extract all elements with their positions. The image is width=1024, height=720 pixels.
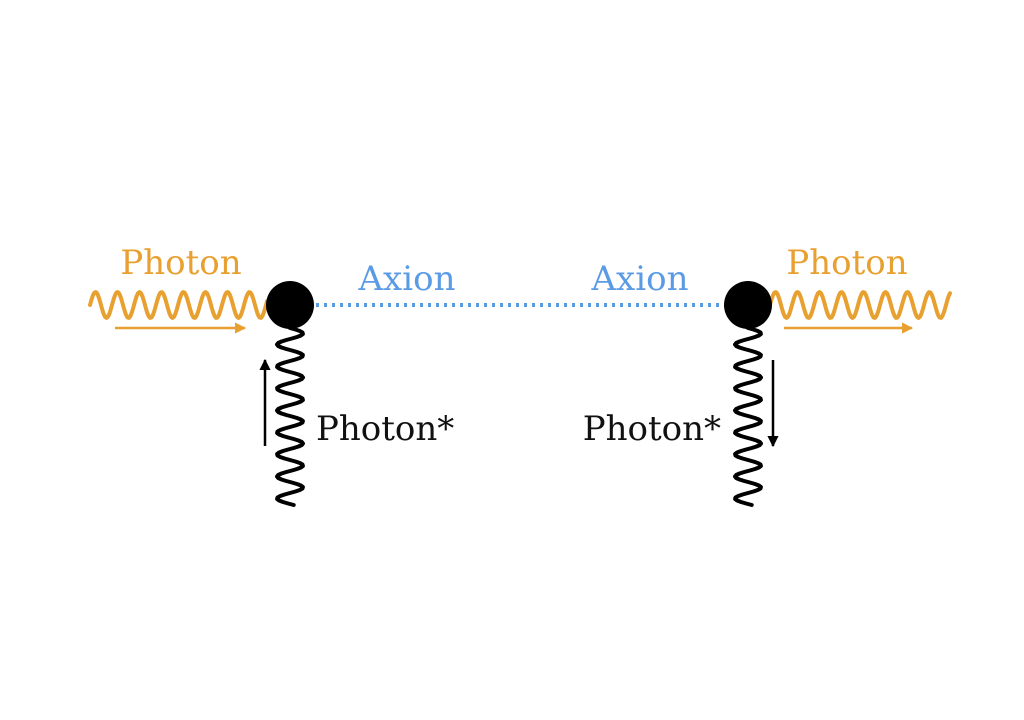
photon-star-right-label: Photon* [583, 409, 721, 449]
photon-star-left-label: Photon* [316, 409, 454, 449]
virtual-photon-wave-right [733, 326, 763, 507]
vertex-left [266, 281, 314, 329]
photon-in-label: Photon [120, 243, 241, 283]
vertex-right [724, 281, 772, 329]
incoming-photon-wave [88, 290, 269, 320]
photon-out-label: Photon [786, 243, 907, 283]
axion-right-label: Axion [591, 259, 689, 299]
axion-left-label: Axion [358, 259, 456, 299]
virtual-photon-wave-left [275, 326, 305, 507]
outgoing-photon-wave [768, 290, 952, 320]
